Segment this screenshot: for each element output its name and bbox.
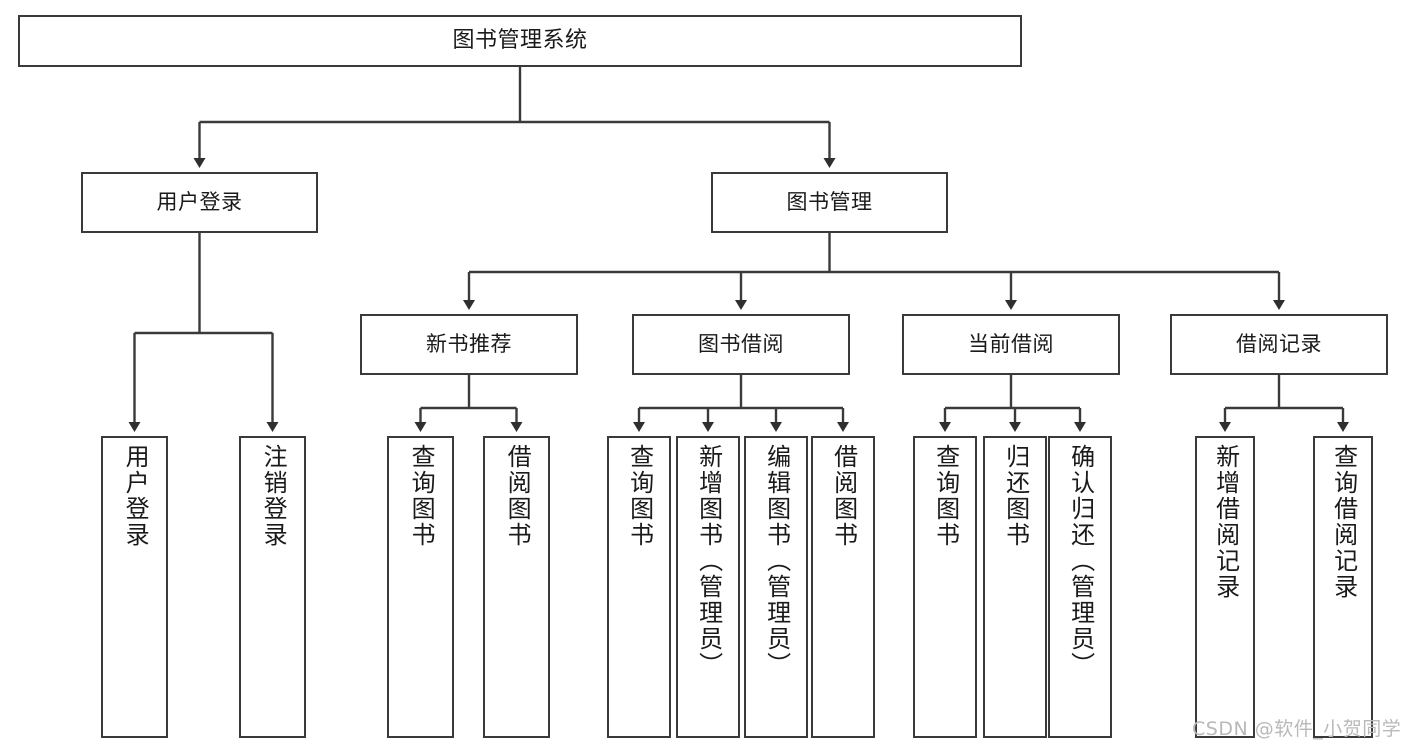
node-label: 新书推荐	[426, 332, 512, 357]
node-l3_a2: 注销登录	[239, 436, 306, 738]
node-l3_c1: 查询图书	[607, 436, 671, 738]
node-label: 用户登录	[121, 444, 150, 548]
node-label: 编辑图书（管理员）	[762, 444, 791, 678]
node-label: 新增借阅记录	[1211, 444, 1240, 600]
node-label: 用户登录	[156, 190, 243, 215]
node-label: 借阅图书	[829, 444, 858, 548]
node-label: 当前借阅	[968, 332, 1054, 357]
node-l3_c3: 编辑图书（管理员）	[744, 436, 808, 738]
node-l3_d1: 查询图书	[913, 436, 977, 738]
node-label: 借阅记录	[1236, 332, 1322, 357]
node-l1_login: 用户登录	[81, 172, 318, 233]
node-l2_current: 当前借阅	[902, 314, 1120, 375]
node-label: 确认归还（管理员）	[1066, 444, 1095, 678]
node-label: 注销登录	[259, 444, 288, 548]
node-label: 查询图书	[625, 444, 654, 548]
node-l2_record: 借阅记录	[1170, 314, 1388, 375]
node-l3_d3: 确认归还（管理员）	[1048, 436, 1112, 738]
node-label: 借阅图书	[503, 444, 532, 548]
node-l3_a1: 用户登录	[101, 436, 168, 738]
node-root: 图书管理系统	[18, 15, 1022, 67]
node-l1_book: 图书管理	[711, 172, 948, 233]
node-l3_b2: 借阅图书	[483, 436, 550, 738]
node-l2_newbook: 新书推荐	[360, 314, 578, 375]
csdn-watermark: CSDN @软件_小贺同学	[1192, 718, 1402, 740]
node-l3_e1: 新增借阅记录	[1195, 436, 1255, 738]
node-l3_c4: 借阅图书	[811, 436, 875, 738]
node-label: 图书管理系统	[452, 28, 588, 54]
node-label: 图书借阅	[698, 332, 784, 357]
node-l3_b1: 查询图书	[387, 436, 454, 738]
node-l3_e2: 查询借阅记录	[1313, 436, 1373, 738]
node-label: 查询图书	[931, 444, 960, 548]
node-l2_borrow: 图书借阅	[632, 314, 850, 375]
node-label: 查询图书	[407, 444, 436, 548]
node-label: 查询借阅记录	[1329, 444, 1358, 600]
node-l3_c2: 新增图书（管理员）	[676, 436, 740, 738]
node-l3_d2: 归还图书	[983, 436, 1047, 738]
node-label: 归还图书	[1001, 444, 1030, 548]
node-label: 新增图书（管理员）	[694, 444, 723, 678]
node-label: 图书管理	[786, 190, 873, 215]
